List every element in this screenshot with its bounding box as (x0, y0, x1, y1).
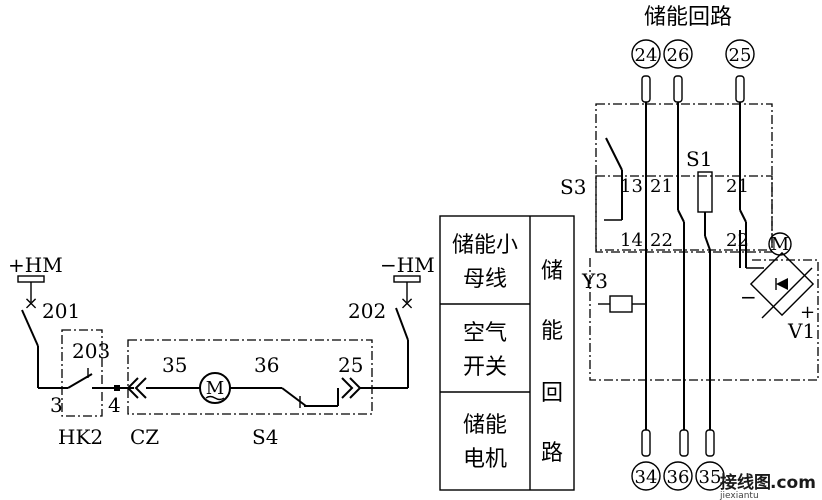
s1-label: S1 (686, 147, 712, 171)
plug-36 (679, 429, 689, 457)
watermark-url: jiexiantu (719, 491, 759, 500)
plug-34 (641, 429, 651, 457)
node-4-label: 4 (108, 393, 121, 417)
node-36-label: 36 (254, 353, 279, 377)
svg-text:25: 25 (729, 45, 752, 66)
svg-text:×: × (399, 293, 414, 314)
s4-contact (281, 387, 307, 407)
svg-text:21: 21 (726, 176, 749, 197)
rectifier-bridge (749, 251, 815, 317)
svg-text:24: 24 (635, 45, 658, 66)
legend-table (439, 215, 575, 491)
table-col-3: 回 (541, 381, 563, 406)
v1-label: V1 (787, 319, 815, 343)
terminal-36 (663, 461, 693, 491)
cz-label: CZ (130, 425, 159, 449)
hm-pos-label: +HM (8, 253, 63, 277)
table-row1-line2: 母线 (463, 267, 507, 292)
s1-cam (697, 171, 713, 213)
y3-coil (609, 295, 633, 313)
hk2-label: HK2 (58, 425, 103, 449)
rectifier-box (589, 256, 819, 381)
node-3-label: 3 (50, 393, 63, 417)
s4-connector (341, 377, 362, 399)
s3-label: S3 (560, 175, 586, 199)
hm-neg-label: −HM (380, 253, 435, 277)
table-row3-line1: 储能 (463, 413, 507, 438)
node-25-label: 25 (338, 353, 363, 377)
s4-box (127, 339, 373, 415)
table-col-4: 路 (541, 441, 563, 466)
svg-text:36: 36 (667, 467, 690, 488)
node-203-label: 203 (72, 339, 110, 363)
svg-text:21: 21 (650, 176, 673, 197)
plug-35 (705, 429, 715, 457)
svg-text:22: 22 (726, 230, 749, 251)
switch-201 (21, 309, 39, 347)
terminal-25 (725, 39, 755, 69)
node-202-label: 202 (348, 299, 386, 323)
table-row1-line1: 储能小 (452, 233, 518, 258)
svg-text:M: M (771, 234, 789, 255)
svg-text:14: 14 (620, 230, 643, 251)
table-col-2: 能 (541, 319, 563, 344)
svg-text:35: 35 (699, 467, 722, 488)
node-201-label: 201 (42, 299, 80, 323)
s4-label: S4 (252, 425, 278, 449)
svg-text:34: 34 (635, 467, 658, 488)
terminal-26 (663, 39, 693, 69)
table-row2-line2: 开关 (463, 355, 507, 380)
svg-text:M: M (206, 378, 224, 399)
table-row3-line2: 电机 (463, 447, 507, 472)
watermark-logo: 接线图 (720, 472, 771, 493)
terminal-24 (631, 39, 661, 69)
switch-202 (395, 307, 409, 341)
watermark-dot-com: .com (770, 473, 816, 493)
plug-24 (641, 75, 651, 103)
svg-text:26: 26 (667, 45, 690, 66)
svg-text:+: + (800, 302, 815, 323)
node-35-label: 35 (162, 353, 187, 377)
svg-text:13: 13 (620, 176, 643, 197)
hk2-box (61, 329, 103, 417)
svg-text:×: × (23, 293, 38, 314)
svg-text:22: 22 (650, 230, 673, 251)
y3-label: Y3 (581, 269, 608, 293)
plug-25 (735, 75, 745, 103)
diagram-title: 储能回路 (644, 5, 732, 30)
table-col-1: 储 (541, 259, 563, 284)
s3-box (595, 175, 773, 251)
svg-text:−: − (740, 285, 757, 309)
table-row2-line1: 空气 (463, 321, 507, 346)
plug-26 (673, 75, 683, 103)
terminal-35 (695, 461, 725, 491)
terminal-34 (631, 461, 661, 491)
